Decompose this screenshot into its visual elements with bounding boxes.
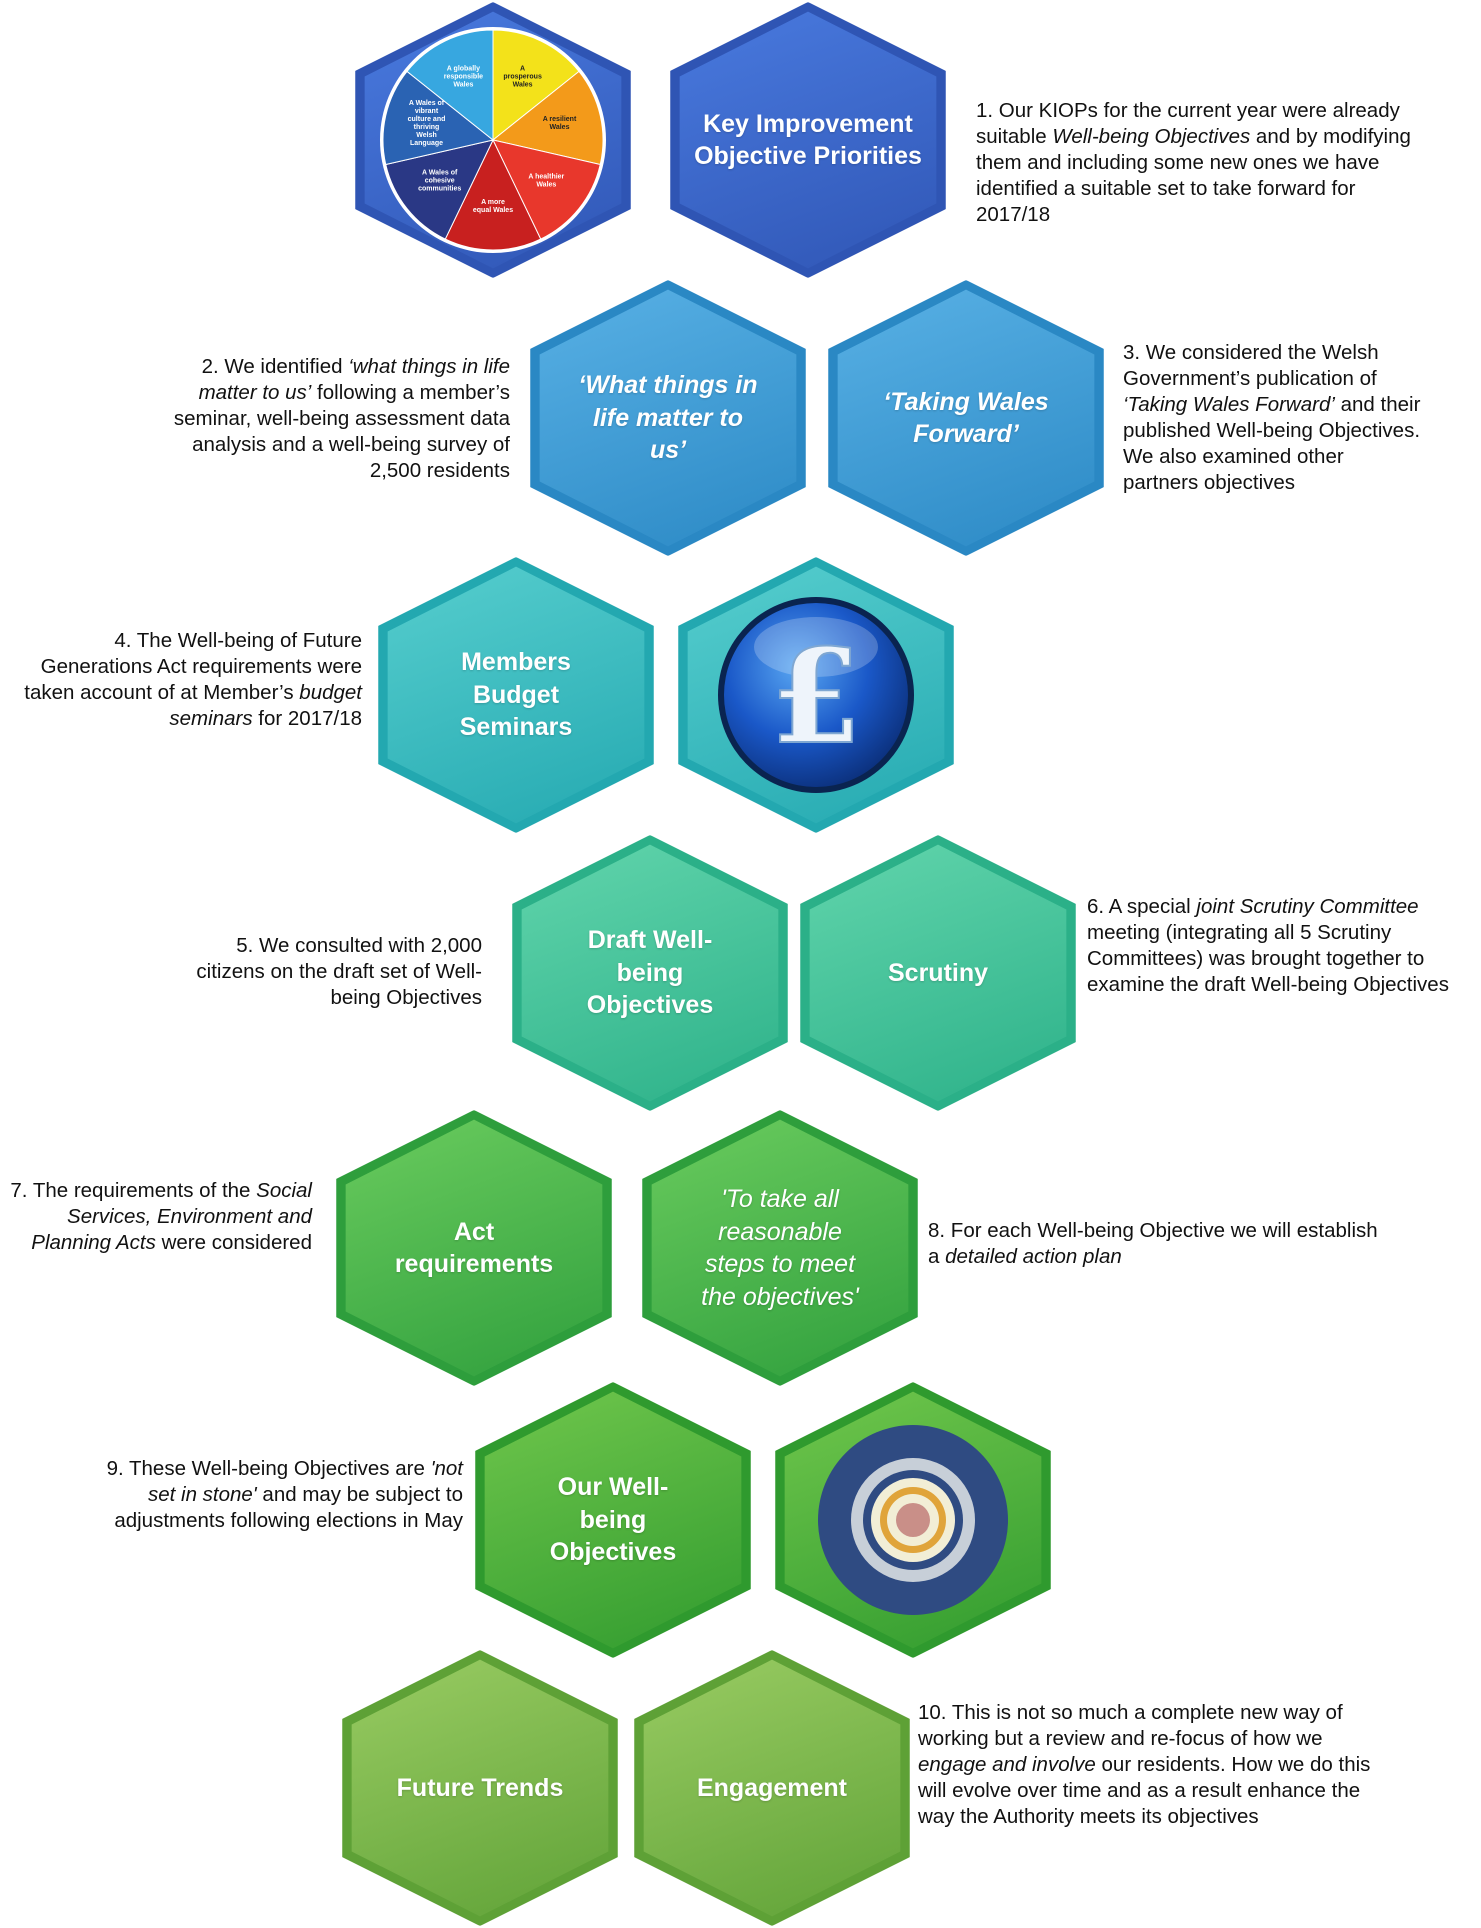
note-9-text-a: 9. These Well-being Objectives are [106, 1457, 431, 1480]
note-5-text: 5. We consulted with 2,000 citizens on t… [196, 934, 482, 1009]
note-6-text-a: 6. A special [1087, 895, 1197, 918]
note-9: 9. These Well-being Objectives are 'not … [103, 1456, 463, 1534]
note-10-text-c: our residents. How we do this will evolv… [918, 1753, 1371, 1828]
hex-budget-label: Members Budget Seminars [459, 648, 573, 742]
wheel-segment [491, 70, 604, 166]
note-8-text-a: 8. For each Well-being Objective we will… [928, 1219, 1378, 1268]
wheel-segment [406, 29, 494, 142]
note-1-text-b: Well-being Objectives [1052, 125, 1251, 148]
hex-kiop-label: Key Improvement Objective Priorities [694, 109, 922, 171]
hex-act: Act requirements [336, 1110, 612, 1386]
note-5: 5. We consulted with 2,000 citizens on t… [196, 933, 482, 1011]
hex-what-matters-label: ‘What things in life matter to us’ [578, 371, 758, 465]
note-2-text-c: following a member’s seminar, well-being… [173, 381, 510, 482]
note-7-text-a: 7. The requirements of the [10, 1179, 257, 1202]
note-4: 4. The Well-being of Future Generations … [8, 628, 362, 732]
target-icon [818, 1425, 1008, 1615]
note-4-text-b: budget seminars [169, 681, 362, 730]
note-2-text-a: 2. We identified [201, 355, 349, 378]
hex-draft: Draft Well-being Objectives [512, 835, 788, 1111]
hex-reasonable-label: 'To take all reasonable steps to meet th… [701, 1185, 859, 1311]
pound-coin-icon: £ [718, 597, 914, 793]
hex-act-label: Act requirements [394, 1217, 554, 1279]
note-3-text-c: and their published Well-being Objective… [1123, 393, 1421, 494]
note-2-text-b: ‘what things in life matter to us’ [198, 355, 510, 404]
note-6: 6. A special joint Scrutiny Committee me… [1087, 894, 1477, 998]
svg-text:£: £ [771, 620, 861, 773]
hex-engagement: Engagement [634, 1650, 910, 1926]
note-3-text-a: 3. We considered the Welsh Government’s … [1123, 341, 1379, 390]
wheel-segment [492, 139, 601, 240]
note-4-text-c: for 2017/18 [252, 707, 362, 730]
note-7-text-c: were considered [155, 1231, 312, 1254]
note-10-text-b: engage and involve [918, 1753, 1096, 1776]
note-10-text-a: 10. This is not so much a complete new w… [918, 1701, 1343, 1750]
note-4-text-a: 4. The Well-being of Future Generations … [24, 629, 362, 704]
note-1-text-c: and by modifying them and including some… [976, 125, 1411, 226]
target-hex [775, 1382, 1051, 1658]
hex-future-trends: Future Trends [342, 1650, 618, 1926]
wheel-segment [385, 139, 494, 240]
note-6-text-c: meeting (integrating all 5 Scrutiny Comm… [1087, 921, 1449, 996]
note-7: 7. The requirements of the Social Servic… [4, 1178, 312, 1256]
hex-scrutiny-label: Scrutiny [887, 958, 989, 987]
hex-what-matters: ‘What things in life matter to us’ [530, 280, 806, 556]
hex-budget: Members Budget Seminars [378, 557, 654, 833]
note-10: 10. This is not so much a complete new w… [918, 1700, 1383, 1830]
hex-draft-label: Draft Well-being Objectives [586, 926, 714, 1020]
note-9-text-c: and may be subject to adjustments follow… [114, 1483, 463, 1532]
wheel-segment [492, 29, 580, 142]
note-3-text-b: ‘Taking Wales Forward’ [1123, 393, 1335, 416]
note-6-text-b: joint Scrutiny Committee [1196, 895, 1419, 918]
note-2: 2. We identified ‘what things in life ma… [165, 354, 510, 484]
wheel-segment [444, 138, 542, 251]
note-8-text-b: detailed action plan [945, 1245, 1122, 1268]
hex-taking-wales-label: ‘Taking Wales Forward’ [883, 387, 1049, 449]
hex-reasonable: 'To take all reasonable steps to meet th… [642, 1110, 918, 1386]
hex-our-objectives-label: Our Well-being Objectives [549, 1473, 677, 1567]
hex-future-trends-label: Future Trends [396, 1773, 564, 1802]
pound-hex: £ [678, 557, 954, 833]
note-3: 3. We considered the Welsh Government’s … [1123, 340, 1423, 496]
note-7-text-b: Social Services, Environment and Plannin… [31, 1179, 312, 1254]
hex-engagement-label: Engagement [696, 1773, 848, 1802]
wheel-segment [382, 70, 495, 166]
hex-scrutiny: Scrutiny [800, 835, 1076, 1111]
hex-our-objectives: Our Well-being Objectives [475, 1382, 751, 1658]
note-1-text-a: 1. Our KIOPs for the current year were a… [976, 99, 1400, 148]
note-8: 8. For each Well-being Objective we will… [928, 1218, 1388, 1270]
note-1: 1. Our KIOPs for the current year were a… [976, 98, 1416, 228]
hex-kiop: Key Improvement Objective Priorities [670, 2, 946, 278]
note-9-text-b: 'not set in stone' [147, 1457, 463, 1506]
hex-taking-wales: ‘Taking Wales Forward’ [828, 280, 1104, 556]
